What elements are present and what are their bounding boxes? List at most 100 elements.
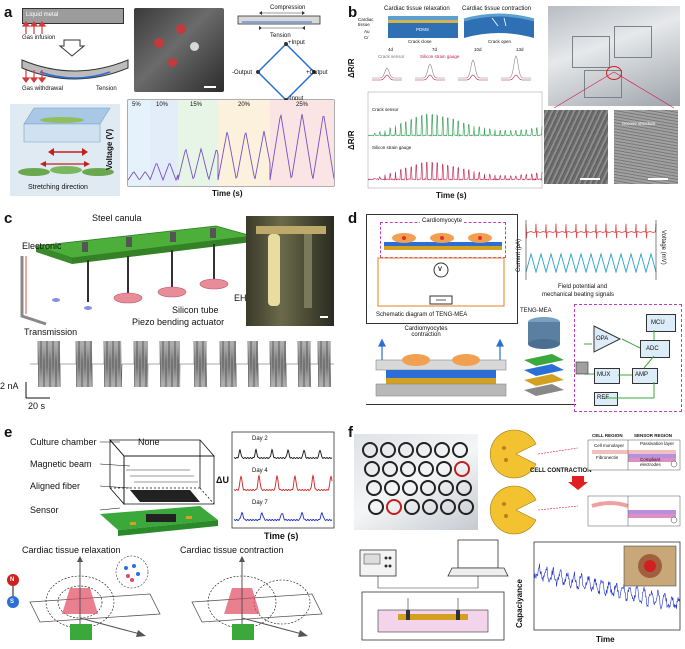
none-label: None <box>138 438 160 447</box>
band-label-10: 10% <box>156 102 168 108</box>
panel-c: c Steel canula Electronic EHT Silicon tu… <box>0 210 340 420</box>
teng-mea-stack <box>520 316 568 402</box>
panel-label-c: c <box>4 210 12 227</box>
crack-sensor-label: Crack sensor <box>372 108 399 113</box>
fibronectin-label: Fibronectin <box>596 456 618 461</box>
well <box>367 481 381 495</box>
stretch-arrow-top <box>48 146 88 158</box>
current-axis-label: Current (pA) <box>516 239 522 272</box>
electronic-label: Electronic <box>22 242 62 251</box>
panel-label-b: b <box>348 4 357 21</box>
well <box>381 443 395 457</box>
sem-image-left <box>544 110 608 184</box>
e-contraction-label: Cardiac tissue contraction <box>180 546 284 555</box>
steel-canula-label: Steel canula <box>92 214 142 223</box>
circuit <box>374 256 508 310</box>
cell-contraction-label: CELL CONTRACTION <box>530 468 592 474</box>
well <box>405 500 419 514</box>
tension-label-right: Tension <box>270 33 291 39</box>
panel-label-f: f <box>348 424 353 441</box>
inset-photo <box>624 546 676 586</box>
scale-current-label: 2 nA <box>0 382 19 391</box>
day2-trace <box>234 450 332 459</box>
zoom-lines <box>544 70 684 110</box>
day-trace-crack <box>415 64 445 78</box>
panel-label-d: d <box>348 210 357 227</box>
well <box>453 443 467 457</box>
tissue-block <box>24 108 110 148</box>
d-divider <box>366 404 576 405</box>
cell-region-label: CELL REGION <box>592 434 623 439</box>
minus-output-label: -Output <box>232 70 252 76</box>
instrument-setup <box>358 540 508 644</box>
silicon-tube-label: Silicon tube <box>172 306 219 315</box>
n-label: N <box>10 577 14 583</box>
teng-mea-label: TENG-MEA <box>520 308 552 314</box>
beating-wave <box>526 254 656 272</box>
well <box>419 462 433 476</box>
block-wires <box>574 304 680 410</box>
legend-silicon: Silicon strain gauge <box>420 55 459 60</box>
day-label-10d: 10d <box>474 48 482 53</box>
well <box>441 500 455 514</box>
crack-close-label: Crack close <box>408 40 432 45</box>
cells-layer <box>14 160 118 180</box>
a-xlabel: Time (s) <box>212 190 243 198</box>
well <box>421 481 435 495</box>
silicon-gauge-trace <box>368 162 542 180</box>
well <box>363 443 377 457</box>
day4-label: Day 4 <box>252 468 268 474</box>
well-plate-photo <box>354 434 478 530</box>
day-label-13d: 13d <box>516 48 524 53</box>
cell-monolayer-label: Cell monolayer <box>594 444 624 449</box>
passivation-label: Passivation layer <box>640 442 676 447</box>
band-label-5: 5% <box>132 102 141 108</box>
crack-open-label: Crack open <box>488 40 511 45</box>
s-label: S <box>10 599 14 605</box>
cell-diagram <box>486 436 580 536</box>
band-15 <box>178 100 218 186</box>
e-relaxation-label: Cardiac tissue relaxation <box>22 546 121 555</box>
field-relaxation <box>20 558 170 644</box>
well <box>385 481 399 495</box>
panel-e: e Culture chamber None Magnetic beam Ali… <box>0 424 340 649</box>
field-potential-wave <box>526 224 656 239</box>
du-label: ΔU <box>216 476 229 485</box>
transition-arrow <box>60 40 84 56</box>
voltage-chart <box>128 100 334 186</box>
well <box>435 443 449 457</box>
device-3d <box>16 216 256 326</box>
well <box>417 443 431 457</box>
transmission-label: Transmission <box>24 328 77 337</box>
liquid-metal-label: Liquid metal <box>26 12 58 18</box>
capacitance-chart <box>534 542 680 630</box>
gas-infusion-label: Gas infusion <box>22 35 55 41</box>
band-label-20: 20% <box>238 102 250 108</box>
day2-label: Day 2 <box>252 436 268 442</box>
compliant-label: Compliant electrodes <box>640 458 674 467</box>
day-trace-silicon <box>415 75 445 80</box>
gas-withdrawal-label: Gas withdrawal <box>22 86 63 92</box>
b-xlabel: Time (s) <box>436 192 467 200</box>
cardiomyocyte-label: Cardiomyocyte <box>420 218 464 224</box>
culture-chamber-label: Culture chamber <box>30 438 97 447</box>
panel-d: d Cardiomyocyte V Schematic diagram of T… <box>344 210 685 420</box>
beam-diagram <box>232 12 332 32</box>
a-ylabel: Voltage (V) <box>106 129 114 170</box>
day-trace-silicon <box>501 75 531 80</box>
well <box>387 500 401 514</box>
well <box>457 481 471 495</box>
contraction-device <box>366 340 516 400</box>
wells <box>360 440 472 524</box>
cr-label: Cr <box>364 36 369 41</box>
dr-top-label: ΔR/R <box>348 58 356 78</box>
aligned-fiber-label: Aligned fiber <box>30 482 80 491</box>
v-label: V <box>438 267 442 273</box>
cardiac-tissue-label: Cardiac tissue <box>358 18 386 27</box>
au-label: Au <box>364 30 370 35</box>
silicon-gauge-label: Silicon strain gauge <box>372 146 411 151</box>
stretching-illustration <box>10 104 120 196</box>
e-leader-lines <box>100 442 140 522</box>
well <box>437 462 451 476</box>
compression-label: Compression <box>270 5 305 11</box>
